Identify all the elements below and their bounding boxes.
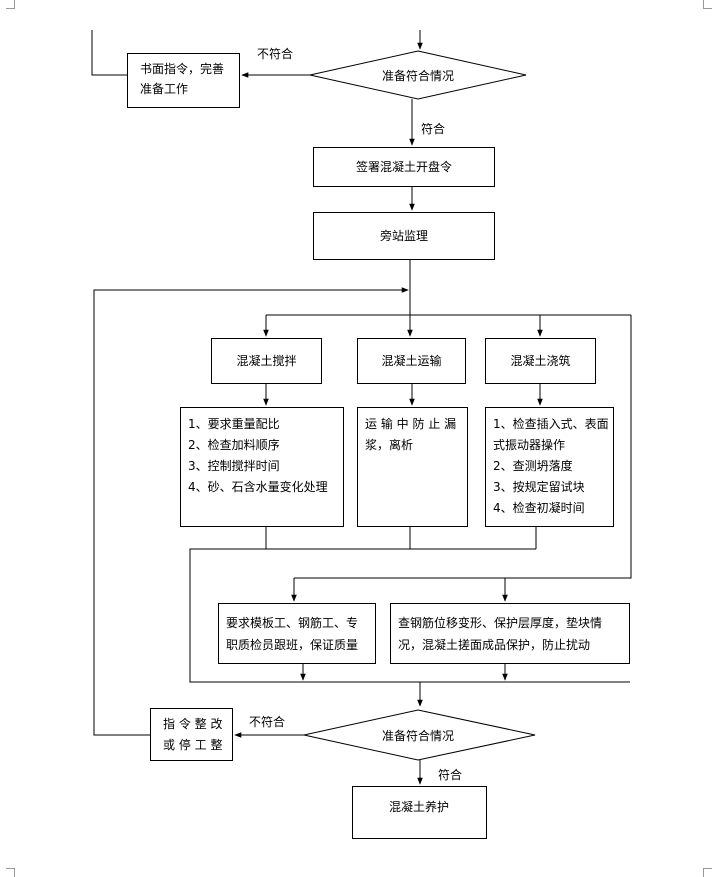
rectify-order-box: 指 令 整 改 或 停 工 整 [150, 708, 233, 761]
formwork-check-line: 要求模板工、钢筋工、专 [226, 616, 359, 630]
page-corner-mark [703, 868, 712, 877]
transport-detail-line: 浆，离析 [365, 438, 414, 452]
pouring-detail-line: 式振动器操作 [493, 438, 566, 452]
side-supervision-box: 旁站监理 [313, 212, 495, 260]
transport-details-box: 运 输 中 防 止 漏 浆，离析 [357, 407, 468, 527]
page-corner-mark [6, 868, 15, 877]
label-not-conform-bottom: 不符合 [249, 715, 286, 729]
line-collector [189, 548, 630, 683]
page-corner-mark [6, 0, 15, 9]
label-conform-bottom: 符合 [438, 768, 463, 782]
check-prep-bottom-text: 准备符合情况 [381, 729, 454, 743]
mixing-detail-item: 1、要求重量配比 [188, 417, 280, 431]
rebar-check-box: 查钢筋位移变形、保护层厚度，垫块情 况，混凝土搓面成品保护，防止扰动 [390, 603, 630, 664]
loop-line-written-order [91, 30, 127, 76]
written-order-box: 书面指令，完善 准备工作 [127, 53, 240, 108]
curing-box: 混凝土养护 [352, 786, 487, 839]
written-order-line1: 书面指令，完善 [140, 62, 225, 76]
mixing-details-box: 1、要求重量配比 2、检查加料顺序 3、控制搅拌时间 4、砂、石含水量变化处理 [180, 407, 344, 527]
transport-detail-line: 运 输 中 防 止 漏 [365, 417, 457, 431]
pouring-detail-line: 3、按规定留试块 [493, 480, 585, 494]
rectify-order-line2: 或 停 工 整 [163, 738, 223, 752]
mixing-detail-item: 3、控制搅拌时间 [188, 459, 280, 473]
pouring-detail-line: 4、检查初凝时间 [493, 501, 585, 515]
check-prep-top-text: 准备符合情况 [381, 69, 454, 83]
formwork-check-box: 要求模板工、钢筋工、专 职质检员跟班，保证质量 [218, 603, 376, 664]
pouring-details-box: 1、检查插入式、表面 式振动器操作 2、查测坍落度 3、按规定留试块 4、检查初… [485, 407, 614, 527]
label-conform-top: 符合 [421, 122, 446, 136]
rebar-check-line: 查钢筋位移变形、保护层厚度，垫块情 [398, 616, 603, 630]
rectify-order-line1: 指 令 整 改 [163, 717, 223, 731]
pouring-detail-line: 1、检查插入式、表面 [493, 417, 609, 431]
label-not-conform-top: 不符合 [257, 47, 294, 61]
mixing-detail-item: 4、砂、石含水量变化处理 [188, 480, 328, 494]
loop-line-rectify [93, 287, 409, 736]
rebar-check-line: 况，混凝土搓面成品保护，防止扰动 [398, 638, 591, 652]
mixing-detail-item: 2、检查加料顺序 [188, 438, 280, 452]
written-order-line2: 准备工作 [140, 82, 189, 96]
transport-box: 混凝土运输 [357, 338, 466, 384]
page-corner-mark [703, 0, 712, 9]
pouring-detail-line: 2、查测坍落度 [493, 459, 573, 473]
sign-order-box: 签署混凝土开盘令 [313, 147, 495, 187]
decision-diamond-bottom [303, 709, 536, 761]
pouring-box: 混凝土浇筑 [485, 338, 596, 384]
line-right-loop [294, 315, 632, 579]
decision-diamond-top [309, 50, 527, 100]
formwork-check-line: 职质检员跟班，保证质量 [226, 638, 359, 652]
mixing-box: 混凝土搅拌 [211, 338, 322, 384]
